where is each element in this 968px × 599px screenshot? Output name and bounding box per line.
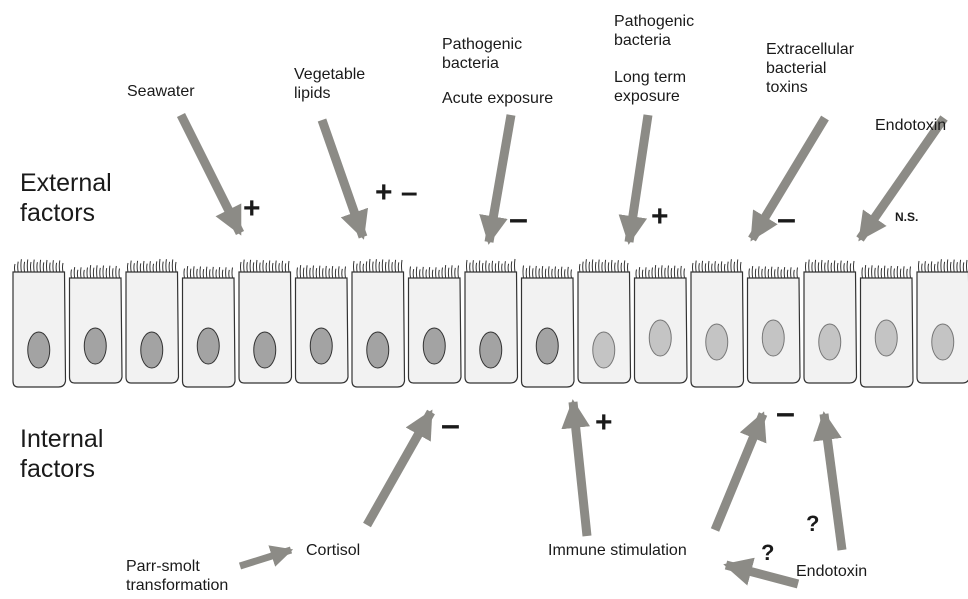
epithelial-cell [126, 259, 179, 383]
cortisol-arrow [367, 412, 431, 525]
microvilli [297, 265, 346, 278]
long-term-exposure-effect: + [651, 202, 669, 232]
epithelial-cell [70, 265, 123, 383]
microvilli [806, 260, 855, 272]
seawater-effect: + [243, 194, 261, 224]
microvilli [128, 259, 177, 272]
epithelial-cell [748, 266, 801, 383]
cell-nucleus [593, 332, 615, 368]
epithelial-cell [296, 265, 349, 383]
endotoxin-external-label: Endotoxin [875, 116, 946, 135]
epithelial-cell [861, 265, 914, 387]
seawater-label: Seawater [127, 82, 195, 101]
pathogenic-bacteria-acute-label: Pathogenic bacteria [442, 35, 522, 73]
acute-exposure-arrow [489, 115, 511, 242]
cell-nucleus [28, 332, 50, 368]
endotoxin-internal-label: Endotoxin [796, 562, 867, 581]
endotoxin-internal-effect: – [776, 398, 795, 428]
immune-stimulation-effect: + [595, 408, 613, 438]
cell-nucleus [649, 320, 671, 356]
immune-to-epithelium-arrow [715, 414, 763, 530]
vegetable-lipids-arrow [322, 120, 363, 237]
microvilli [15, 259, 64, 272]
epithelial-cell [917, 259, 968, 383]
bacterial-toxins-effect: – [777, 204, 796, 234]
long-term-exposure-label: Long term exposure [614, 68, 686, 106]
epithelial-cell [691, 259, 744, 387]
seawater-arrow [181, 115, 240, 233]
cell-nucleus [875, 320, 897, 356]
microvilli [354, 259, 403, 272]
epithelial-cell [465, 259, 518, 383]
epithelial-cell [635, 265, 688, 383]
epithelial-cell [522, 266, 575, 388]
external-factors-title: External factors [20, 168, 112, 228]
question-mark-immune: ? [761, 540, 774, 566]
cortisol-label: Cortisol [306, 541, 360, 560]
cell-nucleus [762, 320, 784, 356]
endotoxin-internal-arrow [824, 414, 842, 550]
epithelial-cell [239, 260, 292, 383]
epithelial-cell [183, 266, 236, 387]
cell-nucleus [819, 324, 841, 360]
cell-nucleus [141, 332, 163, 368]
microvilli [636, 265, 685, 278]
cell-nucleus [197, 328, 219, 364]
microvilli [71, 265, 120, 278]
epithelial-cell [13, 259, 66, 387]
cell-nucleus [84, 328, 106, 364]
internal-factors-title: Internal factors [20, 424, 103, 484]
acute-exposure-effect: – [509, 204, 528, 234]
cell-nucleus [310, 328, 332, 364]
epithelial-cell [578, 259, 631, 383]
endotoxin-to-immune-arrow [726, 565, 798, 584]
vegetable-lipids-effect: + – [375, 180, 418, 206]
microvilli [693, 259, 742, 272]
microvilli [919, 259, 968, 272]
cell-body [352, 272, 405, 387]
cell-nucleus [706, 324, 728, 360]
immune-stimulation-arrow [573, 402, 587, 536]
cell-nucleus [423, 328, 445, 364]
cortisol-effect: – [441, 410, 460, 440]
parr-smolt-label: Parr-smolt transformation [126, 557, 228, 595]
question-mark-endotoxin: ? [806, 511, 819, 537]
cell-nucleus [254, 332, 276, 368]
long-term-exposure-arrow [629, 115, 648, 242]
epithelial-cell-layer [13, 259, 968, 387]
cell-nucleus [480, 332, 502, 368]
microvilli [862, 265, 911, 278]
epithelial-cell [352, 259, 405, 387]
microvilli [523, 266, 572, 279]
acute-exposure-label: Acute exposure [442, 89, 553, 108]
microvilli [467, 259, 516, 272]
cell-nucleus [367, 332, 389, 368]
cell-nucleus [536, 328, 558, 364]
microvilli [184, 266, 233, 278]
microvilli [580, 259, 629, 272]
epithelial-cell [409, 265, 462, 383]
microvilli [241, 260, 290, 272]
microvilli [749, 266, 798, 278]
cell-nucleus [932, 324, 954, 360]
immune-stimulation-label: Immune stimulation [548, 541, 687, 560]
extracellular-toxins-label: Extracellular bacterial toxins [766, 40, 854, 97]
cell-body [13, 272, 66, 387]
vegetable-lipids-label: Vegetable lipids [294, 65, 365, 103]
parr-smolt-arrow [240, 550, 291, 566]
microvilli [410, 265, 459, 278]
epithelial-cell [804, 260, 857, 383]
endotoxin-external-effect: N.S. [895, 210, 918, 224]
pathogenic-bacteria-longterm-label: Pathogenic bacteria [614, 12, 694, 50]
